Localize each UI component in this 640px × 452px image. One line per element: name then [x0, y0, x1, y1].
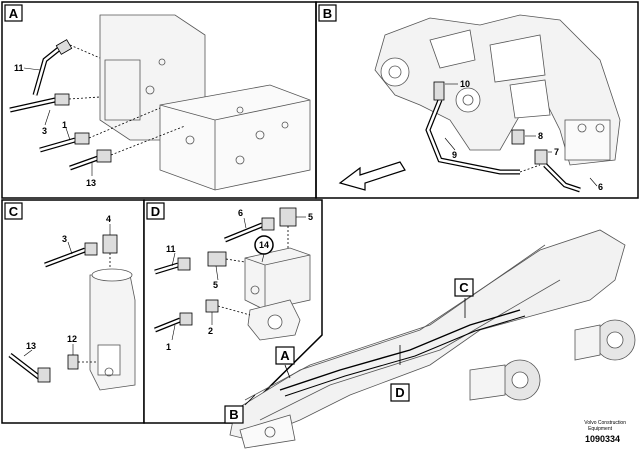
callout-a-4: 13	[86, 178, 96, 188]
callout-d-5: 5	[213, 280, 218, 290]
frame-marker-b: B	[229, 407, 238, 422]
panel-b: B 10 8 7 9 6	[315, 1, 639, 199]
fitting-10	[433, 81, 445, 101]
callout-d-2: 5	[308, 212, 313, 222]
callout-d-6: 2	[208, 326, 213, 336]
frame-overview: C A D B	[224, 229, 636, 449]
panel-c: C 4 3 13 12	[1, 199, 145, 424]
callout-c-4: 12	[67, 334, 77, 344]
panel-b-letter: B	[323, 6, 332, 21]
frame-marker-d: D	[395, 385, 404, 400]
callout-b-2: 8	[538, 131, 543, 141]
callout-b-3: 7	[554, 147, 559, 157]
direction-arrow	[338, 161, 406, 191]
callout-b-4: 9	[452, 150, 457, 160]
valve-block	[159, 84, 311, 191]
footer: Volvo Construction Equipment 1090334	[584, 420, 626, 444]
callout-c-2: 3	[62, 234, 67, 244]
callout-d-3: 11	[166, 244, 176, 254]
panel-a: A 11	[1, 1, 317, 199]
callout-c-1: 4	[106, 214, 111, 224]
document-number: 1090334	[585, 434, 620, 444]
brand-line-1: Volvo Construction	[584, 420, 626, 426]
frame-marker-c: C	[459, 280, 469, 295]
panel-d-letter: D	[151, 204, 160, 219]
callout-a-2: 3	[42, 126, 47, 136]
panel-d: D 6 5 11 14	[143, 199, 323, 424]
panel-a-letter: A	[9, 6, 19, 21]
callout-c-3: 13	[26, 341, 36, 351]
callout-d-1: 6	[238, 208, 243, 218]
callout-d-7: 1	[166, 342, 171, 352]
callout-a-1: 11	[14, 63, 24, 73]
brand-line-2: Equipment	[588, 426, 613, 432]
elbow-fitting-4	[102, 234, 118, 254]
callout-b-1: 10	[460, 79, 470, 89]
panel-c-letter: C	[9, 204, 19, 219]
frame-marker-a: A	[280, 348, 290, 363]
callout-d-4: 14	[259, 240, 269, 250]
callout-a-3: 1	[62, 120, 67, 130]
callout-b-5: 6	[598, 182, 603, 192]
